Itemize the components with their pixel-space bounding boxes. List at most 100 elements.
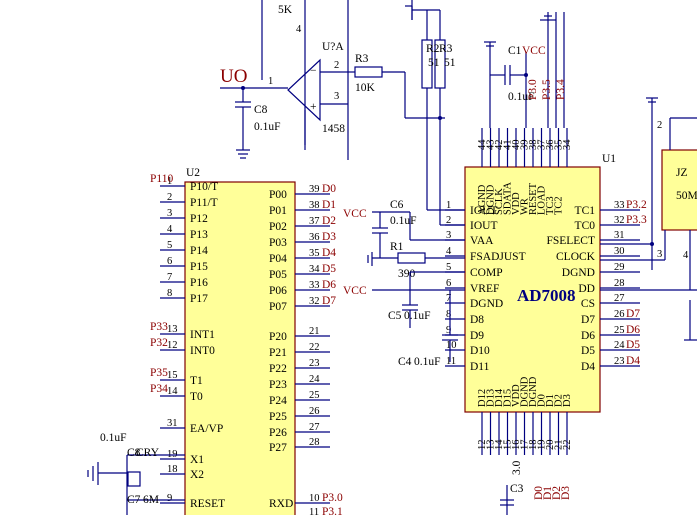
u1-pin-name: AGND xyxy=(477,184,488,215)
u1-pin-name: CS xyxy=(581,298,595,310)
u2-pin-net: D1 xyxy=(322,199,336,211)
u1-pin-number: 35 xyxy=(554,140,565,151)
u2-pin-name: P16 xyxy=(190,277,208,289)
c1-vcc: C1 VCC 0.1uF xyxy=(484,12,565,128)
u2-pin-name: P23 xyxy=(269,379,287,391)
u1-pin-number: 24 xyxy=(614,340,625,351)
u1-pin-number: 1 xyxy=(446,200,451,211)
u1-pin-name: D1 xyxy=(545,394,556,407)
u2-pin-name: P06 xyxy=(269,285,287,297)
u1-pin-number: 12 xyxy=(477,440,488,451)
u1-ref: U1 xyxy=(602,153,616,165)
u2-pin-name: P02 xyxy=(269,221,287,233)
u1-pin-name: FSADJUST xyxy=(470,251,526,263)
u1-pin-number: 18 xyxy=(528,440,539,451)
c3-section: C3 3.0 xyxy=(500,460,524,515)
r1-label: R1 xyxy=(390,241,404,253)
u1-pin-number: 20 xyxy=(545,440,556,451)
u1-pin-name: SDATA xyxy=(503,182,514,215)
u1-pin-number: 14 xyxy=(494,439,505,450)
u2-pin-number: 3 xyxy=(167,208,172,219)
u1-pin-number: 40 xyxy=(511,140,522,151)
u1-left-pins: IOUT1IOUT2VAA3FSADJUST4COMP5VREF6DGND7D8… xyxy=(445,200,526,373)
u1-pin-name: D11 xyxy=(470,361,490,373)
u2-pin-number: 28 xyxy=(309,437,320,448)
u1-pin-number: 27 xyxy=(614,293,625,304)
u1-bottom-net: D2 xyxy=(551,486,563,500)
u2-pin-name: P07 xyxy=(269,301,287,313)
u2-pin-name: T0 xyxy=(190,391,203,403)
u2-pin-name: P13 xyxy=(190,229,208,241)
u1-pin-net: P3.2 xyxy=(626,199,647,211)
u2-ref: U2 xyxy=(186,167,200,179)
u1-pin-name: DGND xyxy=(470,298,503,310)
u1-pin-name: DGND xyxy=(562,267,595,279)
u2-pin-name: P21 xyxy=(269,347,287,359)
u2-pin-number: 14 xyxy=(167,386,178,397)
u1-pin-number: 19 xyxy=(537,440,548,451)
u1-pin-name: D12 xyxy=(477,389,488,407)
c6-label: C6 xyxy=(390,199,404,211)
u1-bottom-net: D1 xyxy=(542,486,554,500)
u1-pin-number: 44 xyxy=(477,139,488,150)
u1-pin-name: SCLK xyxy=(494,188,505,215)
c1-value: 0.1uF xyxy=(508,91,535,103)
u1-pin-name: VDD xyxy=(511,192,522,215)
u1-pin-name: VREF xyxy=(470,283,499,295)
oscillator-section: JZ 50M 2 3 4 xyxy=(600,97,697,341)
c5-label: C5 xyxy=(388,310,402,322)
u2-pin-number: 32 xyxy=(309,296,320,307)
c8b-label: C8 xyxy=(127,447,141,459)
r3b-value: 51 xyxy=(444,57,456,69)
c7-value: 6M xyxy=(143,494,159,506)
u2-pin-number: 10 xyxy=(309,493,320,504)
u2-pin-name: P03 xyxy=(269,237,287,249)
u2-pin-name: P12 xyxy=(190,213,208,225)
c1-label: C1 xyxy=(508,45,522,57)
u1-pin-net: D7 xyxy=(626,308,640,320)
u2-pin-number: 36 xyxy=(309,232,320,243)
u1-pin-number: 29 xyxy=(614,262,625,273)
u1-pin-name: D14 xyxy=(494,388,505,407)
u2-pin-name: X1 xyxy=(190,454,204,466)
c3-value: 3.0 xyxy=(511,460,523,475)
u1-pin-number: 38 xyxy=(528,140,539,151)
vcc-mid-2: VCC xyxy=(343,285,367,297)
c7-label: C7 xyxy=(127,494,141,506)
u2-pin-number: 38 xyxy=(309,200,320,211)
u1-pin-name: TC2 xyxy=(554,196,565,215)
u2-pin-number: 23 xyxy=(309,358,320,369)
u2-pin-name: T1 xyxy=(190,375,203,387)
u1-top-pins: 44AGND43DGND42SCLK41SDATA40VDD39WR38RESE… xyxy=(477,79,573,215)
u1-pin-number: 21 xyxy=(554,440,565,451)
u1-pin-name: FSELECT xyxy=(546,235,595,247)
r3-value: 10K xyxy=(355,82,376,94)
u2-pin-number: 8 xyxy=(167,288,172,299)
c3-label: C3 xyxy=(510,483,524,495)
u1-top-net: P3.0 xyxy=(527,79,539,100)
u1-pin-name: VAA xyxy=(470,235,494,247)
r3-resistor xyxy=(354,66,383,78)
r2-value: 51 xyxy=(428,57,440,69)
c4-value: 0.1uF xyxy=(414,356,441,368)
u1-pin-number: 15 xyxy=(503,440,514,451)
u2-pin-number: 25 xyxy=(309,390,320,401)
u2-pin-number: 35 xyxy=(309,248,320,259)
u2-pin-name: P22 xyxy=(269,363,287,375)
u1-pin-number: 5 xyxy=(446,262,451,273)
opamp-pin1: 1 xyxy=(268,76,273,87)
c9-value: 0.1uF xyxy=(100,432,127,444)
u2-pin-net: D7 xyxy=(322,295,336,307)
u2-pin-number: 39 xyxy=(309,184,320,195)
u2-pin-name: X2 xyxy=(190,469,204,481)
u2-pin-net: P34 xyxy=(150,383,168,395)
u2-pin-number: 11 xyxy=(309,507,319,515)
u2-pin-net: D4 xyxy=(322,247,336,259)
u1-pin-name: TC0 xyxy=(575,220,596,232)
vcc-mid-1: VCC xyxy=(343,208,367,220)
u1-pin-number: 7 xyxy=(446,293,451,304)
u1-pin-net: D5 xyxy=(626,339,640,351)
u1-pin-name: DGND xyxy=(528,376,539,407)
u2-pin-number: 13 xyxy=(167,324,178,335)
u2-pin-name: RXD xyxy=(269,498,293,510)
